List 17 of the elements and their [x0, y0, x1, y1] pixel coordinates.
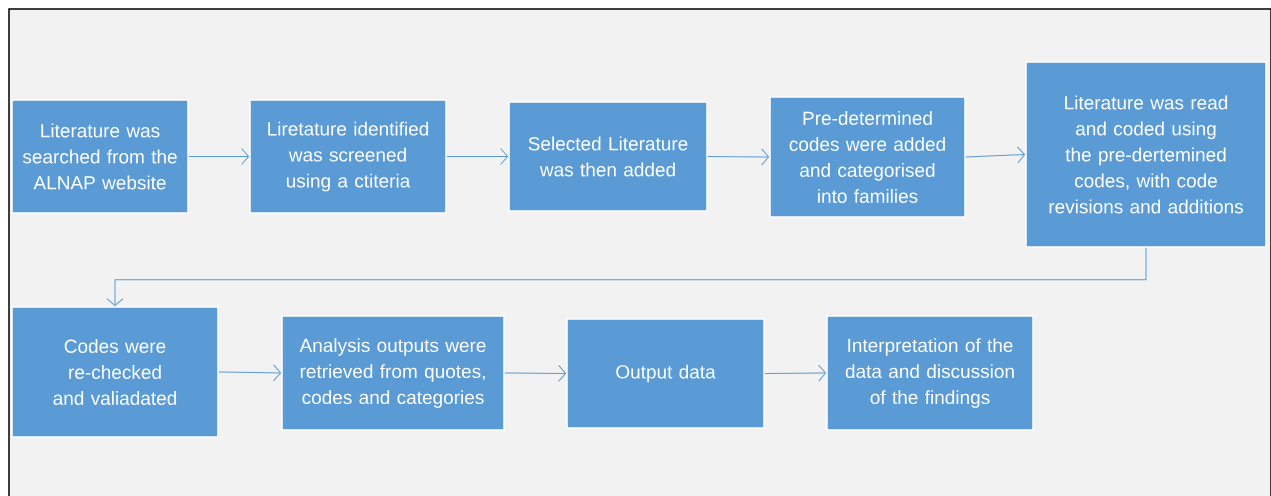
process-box: Codes were re-checked and valiadated [11, 306, 219, 438]
arrow [446, 148, 509, 165]
process-box: Output data [566, 318, 765, 429]
process-box: Selected Literature was then added [508, 101, 708, 212]
arrow [188, 148, 250, 165]
arrow [764, 364, 827, 382]
arrow [106, 247, 1147, 307]
process-box: Liretature identified was screened using a ctiteria [249, 99, 447, 214]
arrow [218, 364, 282, 382]
process-box: Literature was read and coded using the pre-dertemined codes, with code revisions and additions [1025, 61, 1267, 248]
arrow [504, 364, 567, 382]
arrow [707, 148, 770, 166]
arrow [965, 146, 1026, 164]
process-box: Pre-determined codes were added and categorised into families [769, 96, 966, 218]
process-box: Literature was searched from the ALNAP website [11, 99, 189, 214]
process-box: Interpretation of the data and discussion of the findings [826, 315, 1034, 431]
process-box: Analysis outputs were retrieved from quotes, codes and categories [281, 315, 505, 431]
